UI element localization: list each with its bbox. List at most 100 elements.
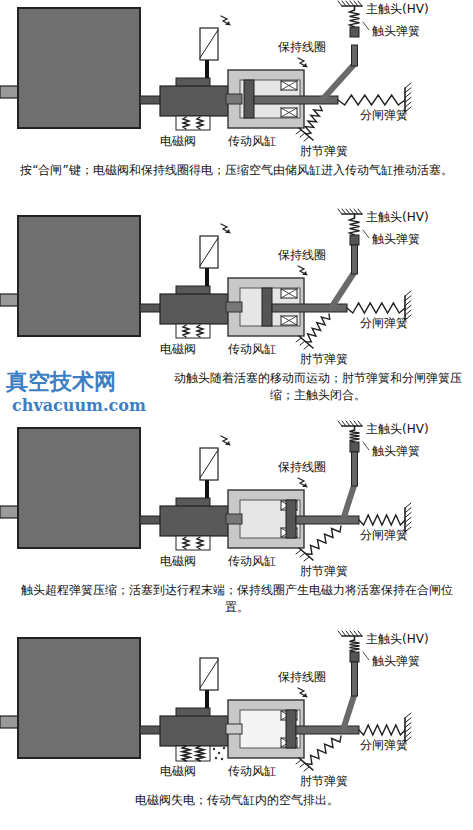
spring-anchor <box>304 345 309 349</box>
caption-text: 触头超程弹簧压缩；活塞到达行程末端；保持线圈产生电磁力将活塞保持在合闸位置。 <box>15 582 458 616</box>
valve-coil <box>200 28 218 60</box>
valve-spring <box>197 537 203 549</box>
part-label: 传动风缸 <box>228 342 276 356</box>
fixed-mount <box>338 209 342 214</box>
part-label: 电磁阀 <box>160 134 196 148</box>
supply-pipe <box>140 304 162 312</box>
energized-symbol <box>225 21 230 25</box>
moving-contact <box>352 452 358 486</box>
fixed-mount <box>342 631 346 636</box>
valve-stem <box>205 480 209 498</box>
moving-contact <box>352 245 358 274</box>
cylinder-bore <box>240 500 300 538</box>
part-label: 触头弹簧 <box>372 232 420 246</box>
contact-spring <box>350 640 360 652</box>
moving-contact <box>352 45 358 66</box>
caption-text: 按“合闸”键；电磁阀和保持线圈得电；压缩空气由储风缸进入传动气缸推动活塞。 <box>15 162 458 179</box>
exhaust-air <box>223 747 225 749</box>
holding-coil <box>281 316 297 325</box>
contact-spring <box>350 10 360 27</box>
part-label: 传动风缸 <box>228 554 276 568</box>
exhaust-air <box>215 757 217 759</box>
piston <box>262 288 272 326</box>
actuator-panel <box>0 209 411 349</box>
holding-coil <box>281 108 297 117</box>
fixed-wall <box>405 310 411 315</box>
actuator-panel <box>0 631 411 771</box>
piston <box>244 80 254 118</box>
watermark-text: 真空技术网 <box>6 368 116 394</box>
part-label: 传动风缸 <box>228 764 276 778</box>
holding-coil <box>281 316 297 325</box>
leader-line <box>363 230 369 238</box>
supply-pipe <box>140 516 162 524</box>
spring-anchor <box>304 767 309 771</box>
part-label: 触头弹簧 <box>372 24 420 38</box>
energized-symbol <box>225 441 230 445</box>
valve-coil <box>200 660 218 688</box>
fixed-wall <box>405 727 411 732</box>
piston-rod <box>296 726 359 734</box>
part-label: 主触头(HV) <box>366 210 429 224</box>
part-label: 保持线圈 <box>278 670 326 684</box>
fixed-wall <box>405 713 411 718</box>
opening-spring <box>338 95 405 105</box>
air-passage <box>226 302 242 312</box>
spring-anchor <box>300 553 305 557</box>
air-passage <box>226 724 242 734</box>
actuator-panel <box>0 1 411 141</box>
part-label: 保持线圈 <box>278 40 326 54</box>
fixed-contact <box>350 235 359 245</box>
part-label: 主触头(HV) <box>366 422 429 436</box>
fixed-wall <box>405 732 411 737</box>
supply-pipe <box>140 96 162 104</box>
fixed-mount <box>338 1 342 6</box>
leader-line <box>363 442 369 450</box>
valve-spring <box>183 117 189 129</box>
fixed-wall <box>405 718 411 723</box>
valve-spring-housing <box>176 116 210 130</box>
fixed-mount <box>346 1 350 6</box>
valve-spring <box>183 746 190 761</box>
fixed-wall <box>405 508 411 513</box>
holding-coil <box>281 108 297 117</box>
fixed-mount <box>342 209 346 214</box>
valve-body <box>160 716 228 746</box>
supply-pipe <box>140 726 162 734</box>
valve-coil <box>200 658 218 690</box>
valve-body <box>160 506 228 536</box>
part-label: 保持线圈 <box>278 248 326 262</box>
part-label: 电磁阀 <box>160 554 196 568</box>
valve-stem <box>205 690 209 708</box>
fixed-mount <box>342 1 346 6</box>
piston <box>286 710 296 748</box>
valve-coil <box>200 236 218 268</box>
spring-anchor <box>304 137 309 141</box>
watermark-text: chvacuum.com <box>12 396 146 416</box>
energized-symbol <box>221 224 230 233</box>
holding-coil <box>281 289 297 298</box>
part-label: 主触头(HV) <box>366 632 429 646</box>
toggle-spring <box>306 736 341 764</box>
toggle-spring <box>305 106 322 134</box>
fixed-wall <box>405 301 411 306</box>
valve-spring-housing <box>176 324 210 338</box>
holding-coil <box>281 81 297 90</box>
leader-line <box>363 22 369 30</box>
air-reservoir <box>18 428 140 548</box>
air-passage <box>226 514 242 524</box>
fixed-wall <box>405 522 411 527</box>
contact-spring <box>350 218 360 235</box>
air-reservoir <box>18 216 140 336</box>
air-passage <box>226 94 242 104</box>
part-label: 肘节弹簧 <box>300 144 348 158</box>
valve-body <box>160 294 228 324</box>
energized-symbol <box>302 483 307 487</box>
valve-coil <box>200 238 218 266</box>
holding-coil <box>281 81 297 90</box>
part-label: 主触头(HV) <box>366 2 429 16</box>
spring-anchor <box>296 760 301 764</box>
piston-rod <box>296 516 359 524</box>
fixed-contact <box>350 442 359 452</box>
valve-coil <box>200 448 218 480</box>
